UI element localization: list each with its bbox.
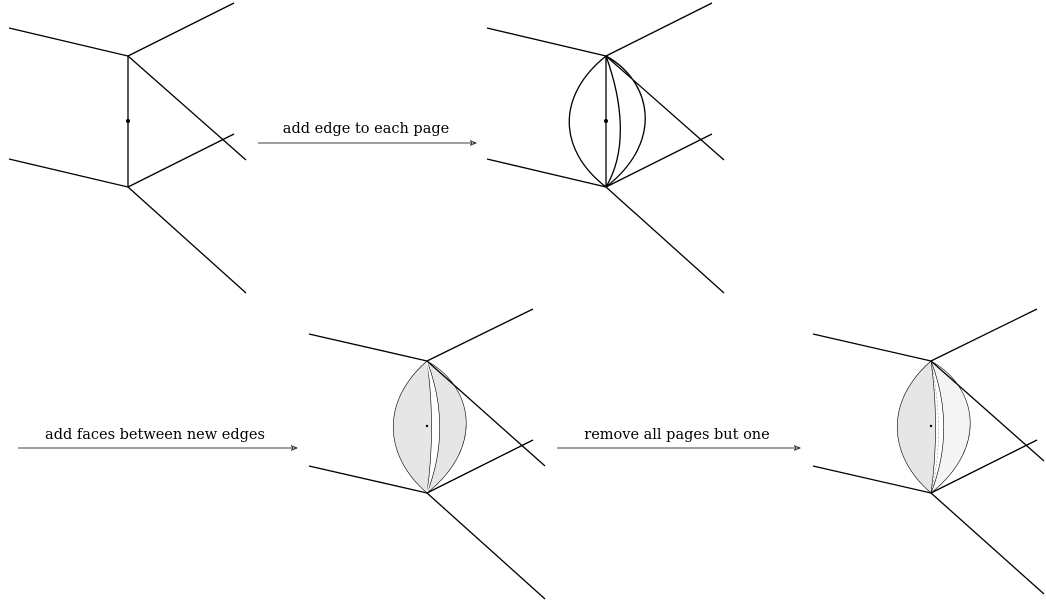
stage2-edge-lower-left: [486, 158, 607, 188]
arrow-remove-pages-label: remove all pages but one: [584, 427, 769, 443]
stage3-face-right: [426, 360, 467, 494]
stage2-edge-lower-right: [605, 133, 713, 188]
stage4-edge-upper-right: [930, 308, 1038, 362]
stage1-edge-lower-left: [8, 158, 129, 188]
stage1-center-dot: [126, 119, 130, 123]
stage3-edge-lower-right: [426, 439, 534, 494]
stage2-edge-upper-diagonal: [605, 55, 725, 161]
stage3-center-dot: [425, 424, 429, 428]
stage4-edge-upper-diagonal: [930, 360, 1045, 462]
stage2-edge-upper-right: [605, 2, 713, 57]
stage4-edge-upper-left: [812, 333, 932, 362]
arrow-add-edge: add edge to each page: [258, 121, 476, 143]
stage3-edge-lower-left: [308, 465, 428, 494]
stage4-center-dot: [929, 424, 933, 428]
stage4-edge-lower-diagonal: [930, 492, 1045, 595]
stage3-edge-upper-right: [426, 308, 534, 362]
stage2-new-edge-middle: [605, 55, 621, 188]
stage4-face-left: [896, 360, 936, 494]
stage2-center-dot: [604, 119, 608, 123]
stage3-edge-lower-diagonal: [426, 492, 546, 600]
arrow-add-faces-label: add faces between new edges: [45, 427, 265, 443]
stage1-edge-upper-diagonal: [127, 55, 247, 161]
stage-2-edges-added: [486, 2, 725, 294]
stage4-edge-lower-left: [812, 465, 932, 494]
stage1-edge-upper-left: [8, 27, 129, 57]
arrow-add-faces: add faces between new edges: [18, 427, 297, 448]
stage3-face-inner-seam: [426, 360, 436, 494]
stage-3-faces-added: [308, 308, 546, 600]
stage3-edge-upper-left: [308, 333, 428, 362]
stage1-edge-lower-right: [127, 133, 235, 188]
stage-4-one-page-remaining: [812, 308, 1045, 595]
stage1-edge-upper-right: [127, 2, 235, 57]
arrow-add-edge-label: add edge to each page: [283, 121, 449, 137]
stage2-new-edge-left: [568, 55, 607, 188]
stage-1-original-complex: [8, 2, 247, 294]
stage3-edge-upper-diagonal: [426, 360, 546, 467]
stage3-face-left: [392, 360, 432, 494]
stage4-edge-lower-right: [930, 439, 1038, 494]
stage2-edge-lower-diagonal: [605, 186, 725, 294]
stage2-edge-upper-left: [486, 27, 607, 57]
arrow-remove-pages: remove all pages but one: [557, 427, 800, 448]
stage1-edge-lower-diagonal: [127, 186, 247, 294]
stage4-face-right: [930, 360, 971, 494]
stage2-new-edge-right: [605, 55, 646, 188]
